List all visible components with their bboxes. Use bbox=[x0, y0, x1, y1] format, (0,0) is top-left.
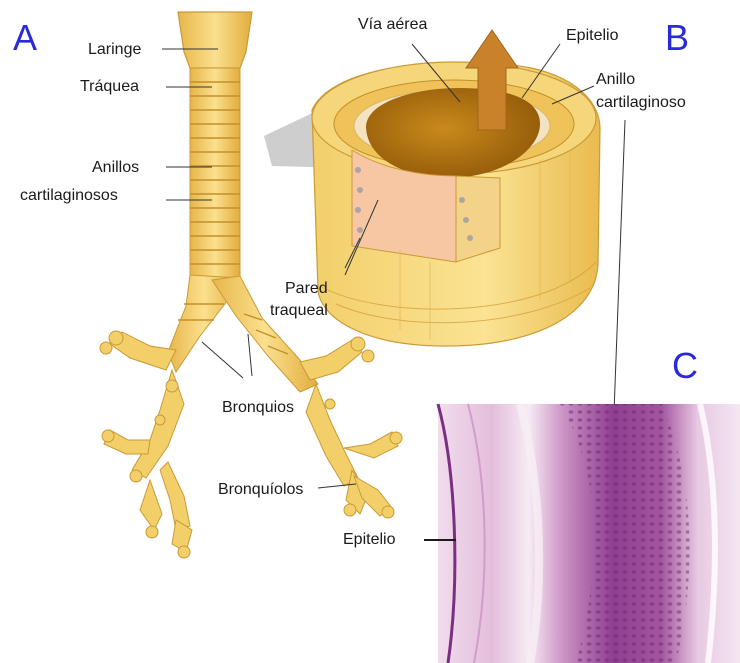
label-anillo-line1: Anillo bbox=[596, 70, 635, 89]
label-pared-line1: Pared bbox=[285, 279, 328, 298]
larynx-shape bbox=[178, 12, 252, 68]
right-bronchioles bbox=[300, 337, 402, 518]
label-via-aerea: Vía aérea bbox=[358, 15, 427, 34]
trachea-cross-section bbox=[264, 30, 600, 346]
label-anillos-line2: cartilaginosos bbox=[20, 186, 118, 205]
label-epitelio-c: Epitelio bbox=[343, 530, 395, 549]
label-epitelio-b: Epitelio bbox=[566, 26, 618, 45]
panel-letter-a: A bbox=[13, 19, 37, 57]
panel-letter-c: C bbox=[672, 347, 698, 385]
label-anillos-line1: Anillos bbox=[92, 158, 139, 177]
label-bronquiolos: Bronquíolos bbox=[218, 480, 303, 499]
label-traquea: Tráquea bbox=[80, 77, 139, 96]
label-laringe: Laringe bbox=[88, 40, 141, 59]
histology-micrograph bbox=[438, 404, 740, 663]
label-anillo-line2: cartilaginoso bbox=[596, 93, 686, 112]
label-pared-line2: traqueal bbox=[270, 301, 328, 320]
panel-letter-b: B bbox=[665, 19, 689, 57]
trachea-tube bbox=[190, 68, 240, 278]
label-bronquios: Bronquios bbox=[222, 398, 294, 417]
